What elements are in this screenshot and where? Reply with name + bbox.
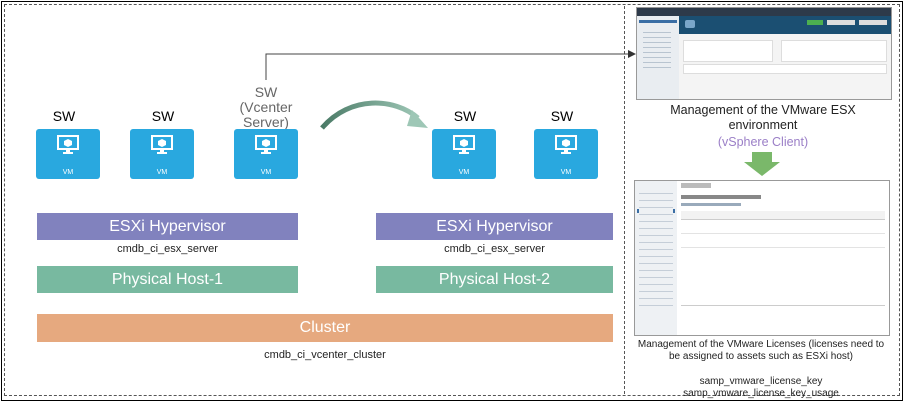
vm-tile-5: VM — [534, 129, 598, 179]
vm-label: VM — [560, 169, 572, 176]
monitor-icon — [57, 135, 79, 154]
sw-label-vcenter: SW (Vcenter Server) — [239, 84, 293, 130]
vm-label: VM — [260, 169, 272, 176]
vm-label: VM — [156, 169, 168, 176]
monitor-icon — [255, 135, 277, 154]
license-key-table: samp_vmware_license_key — [699, 376, 823, 387]
section-divider — [624, 6, 625, 394]
vm-tile-4: VM — [432, 129, 496, 179]
vm-tile-vcenter: VM — [234, 129, 298, 179]
physical-host-1-bar: Physical Host-1 — [37, 266, 298, 293]
license-key-usage-table: samp_vmware_license_key_usage — [683, 388, 839, 399]
esxi-hypervisor-bar-right: ESXi Hypervisor — [376, 213, 613, 240]
down-arrow — [744, 152, 780, 176]
licenses-title: Management of the VMware Licenses (licen… — [637, 339, 885, 362]
sw-label-5: SW — [550, 108, 574, 124]
sw-label-4: SW — [453, 108, 477, 124]
licenses-screenshot — [634, 180, 890, 336]
sw-label-1: SW — [52, 108, 76, 124]
vm-label: VM — [62, 169, 74, 176]
physical-host-2-bar: Physical Host-2 — [376, 266, 613, 293]
vsphere-client-label: (vSphere Client) — [717, 135, 809, 149]
esxi-table-right: cmdb_ci_esx_server — [444, 243, 545, 255]
migration-arrow-head — [407, 110, 428, 128]
vm-label: VM — [458, 169, 470, 176]
vcenter-connector-line — [265, 50, 636, 80]
vm-tile-1: VM — [36, 129, 100, 179]
sw-label-2: SW — [151, 108, 175, 124]
esxi-hypervisor-bar-left: ESXi Hypervisor — [37, 213, 298, 240]
cluster-table: cmdb_ci_vcenter_cluster — [264, 349, 386, 361]
esxi-table-left: cmdb_ci_esx_server — [117, 243, 218, 255]
cluster-bar: Cluster — [37, 314, 613, 342]
migration-arrow — [320, 100, 420, 130]
vsphere-client-screenshot — [636, 7, 892, 100]
monitor-icon — [453, 135, 475, 154]
vsphere-title: Management of the VMware ESX environment — [670, 103, 856, 132]
diagram-border — [4, 4, 900, 396]
vm-tile-2: VM — [130, 129, 194, 179]
monitor-icon — [555, 135, 577, 154]
monitor-icon — [151, 135, 173, 154]
